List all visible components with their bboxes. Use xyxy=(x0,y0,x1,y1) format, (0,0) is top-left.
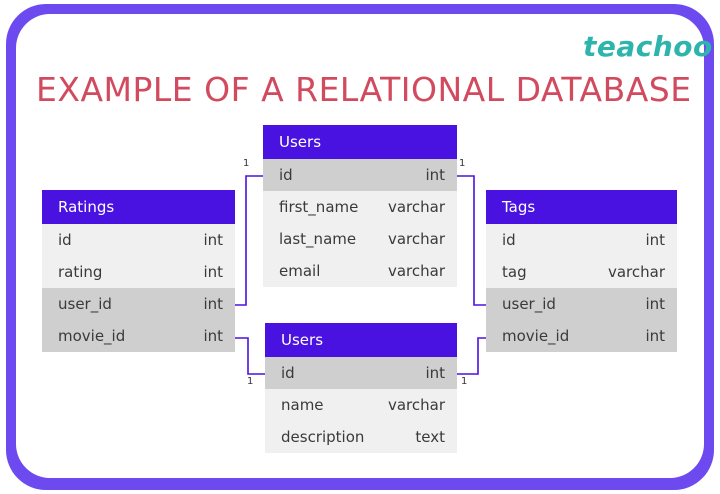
cardinality-label: 1 xyxy=(247,376,254,387)
ratings-table: Ratings id int rating int user_id int mo… xyxy=(42,190,235,352)
table-row: id int xyxy=(486,224,677,256)
field-name: id xyxy=(279,166,293,184)
table-row: email varchar xyxy=(263,255,457,287)
table-row: movie_id int xyxy=(42,320,235,352)
table-row: id int xyxy=(42,224,235,256)
field-name: email xyxy=(279,262,321,280)
field-name: id xyxy=(502,231,516,249)
users-table-bottom: Users id int name varchar description te… xyxy=(265,323,457,453)
diagram-title: EXAMPLE OF A RELATIONAL DATABASE xyxy=(36,70,692,109)
field-type: int xyxy=(203,231,223,249)
cardinality-label: 1 xyxy=(243,158,250,169)
tags-table: Tags id int tag varchar user_id int movi… xyxy=(486,190,677,352)
table-row: last_name varchar xyxy=(263,223,457,255)
table-row: id int xyxy=(263,159,457,191)
table-row: movie_id int xyxy=(486,320,677,352)
field-name: id xyxy=(58,231,72,249)
field-type: varchar xyxy=(387,262,445,280)
field-name: name xyxy=(281,396,324,414)
field-type: int xyxy=(425,166,445,184)
field-type: varchar xyxy=(387,230,445,248)
field-type: varchar xyxy=(607,263,665,281)
table-row: tag varchar xyxy=(486,256,677,288)
table-row: user_id int xyxy=(42,288,235,320)
table-row: description text xyxy=(265,421,457,453)
table-header: Ratings xyxy=(42,190,235,224)
table-row: rating int xyxy=(42,256,235,288)
field-type: int xyxy=(645,327,665,345)
field-type: int xyxy=(203,295,223,313)
field-type: varchar xyxy=(387,198,445,216)
field-type: int xyxy=(645,231,665,249)
table-header: Users xyxy=(265,323,457,357)
table-row: id int xyxy=(265,357,457,389)
field-name: movie_id xyxy=(58,327,126,345)
field-name: user_id xyxy=(58,295,112,313)
field-type: varchar xyxy=(387,396,445,414)
field-type: int xyxy=(425,364,445,382)
table-row: name varchar xyxy=(265,389,457,421)
field-name: id xyxy=(281,364,295,382)
field-type: int xyxy=(203,327,223,345)
teachoo-logo: teachoo xyxy=(583,30,713,63)
cardinality-label: 1 xyxy=(459,158,466,169)
field-name: rating xyxy=(58,263,103,281)
field-type: int xyxy=(203,263,223,281)
field-name: movie_id xyxy=(502,327,570,345)
table-header: Tags xyxy=(486,190,677,224)
field-name: tag xyxy=(502,263,527,281)
field-type: text xyxy=(415,428,445,446)
field-name: last_name xyxy=(279,230,357,248)
users-table-top: Users id int first_name varchar last_nam… xyxy=(263,125,457,287)
table-row: first_name varchar xyxy=(263,191,457,223)
field-name: user_id xyxy=(502,295,556,313)
table-header: Users xyxy=(263,125,457,159)
field-name: first_name xyxy=(279,198,359,216)
table-row: user_id int xyxy=(486,288,677,320)
cardinality-label: 1 xyxy=(461,376,468,387)
field-type: int xyxy=(645,295,665,313)
field-name: description xyxy=(281,428,365,446)
